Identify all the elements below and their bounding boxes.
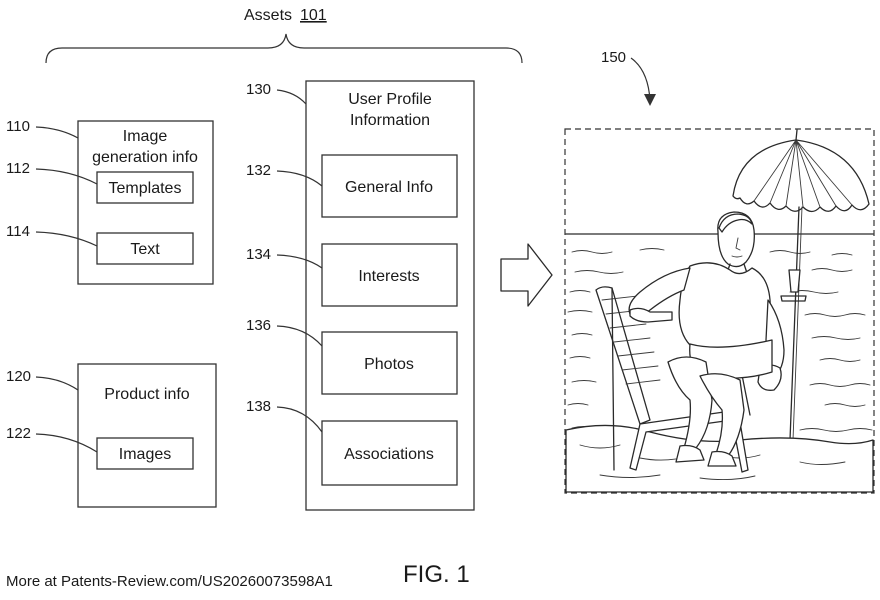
- umbrella-ribs: [753, 139, 853, 208]
- leader-122: [35, 433, 98, 453]
- text-label: Text: [130, 241, 160, 258]
- beach-chair: [595, 286, 751, 473]
- leader-110: [35, 126, 79, 139]
- generated-image-frame: [564, 128, 875, 494]
- product-box: [77, 363, 217, 508]
- ref-150: 150: [601, 49, 626, 66]
- ref-132: 132: [246, 162, 271, 179]
- ref-138: 138: [246, 398, 271, 415]
- ref-134: 134: [246, 246, 271, 263]
- templates-box: [96, 171, 194, 204]
- user-profile-title-1: User Profile: [348, 91, 432, 108]
- umbrella-tip: [795, 129, 798, 141]
- umbrella-pole: [789, 206, 800, 441]
- leader-134: [276, 254, 323, 269]
- leader-136: [276, 325, 323, 347]
- leader-120: [35, 376, 79, 391]
- associations-box: [321, 420, 458, 486]
- associations-label: Associations: [344, 446, 434, 463]
- image-generation-group: 110 Image generation info 112 Templates …: [6, 118, 214, 285]
- leader-138: [276, 406, 323, 433]
- seated-man: [628, 211, 785, 467]
- templates-label: Templates: [109, 180, 182, 197]
- product-title: Product info: [104, 386, 189, 403]
- umbrella-pole-inner: [792, 206, 803, 441]
- assets-ref: 101: [300, 7, 327, 24]
- user-profile-group: 130 User Profile Information 132 General…: [246, 80, 475, 511]
- ref-130: 130: [246, 81, 271, 98]
- interests-box: [321, 243, 458, 307]
- source-footer: More at Patents-Review.com/US20260073598…: [6, 573, 333, 590]
- leader-130: [276, 89, 307, 105]
- beach-illustration: [565, 129, 874, 493]
- photos-box: [321, 331, 458, 395]
- user-profile-title-2: Information: [350, 112, 430, 129]
- ref-120: 120: [6, 368, 31, 385]
- assets-label: Assets: [244, 7, 292, 24]
- ref-112: 112: [6, 160, 30, 177]
- leader-150-arrowhead: [644, 94, 656, 106]
- photos-label: Photos: [364, 356, 414, 373]
- block-arrow: [500, 243, 553, 307]
- image-generation-title-2: generation info: [92, 149, 198, 166]
- general-info-box: [321, 154, 458, 218]
- general-info-label: General Info: [345, 179, 433, 196]
- umbrella-clamp: [780, 295, 807, 302]
- ref-114: 114: [6, 223, 30, 240]
- assets-header: Assets 101: [45, 7, 523, 64]
- leader-112: [35, 168, 98, 185]
- leader-132: [276, 170, 323, 187]
- ref-136: 136: [246, 317, 271, 334]
- assets-brace: [45, 33, 523, 64]
- interests-label: Interests: [358, 268, 419, 285]
- leader-150: [630, 57, 651, 101]
- image-generation-title-1: Image: [123, 128, 168, 145]
- product-group: 120 Product info 122 Images: [6, 363, 217, 508]
- umbrella-collar: [788, 269, 801, 293]
- figure-label: FIG. 1: [403, 561, 470, 588]
- images-box: [96, 437, 194, 470]
- ref-110: 110: [6, 118, 30, 135]
- ref-122: 122: [6, 425, 31, 442]
- text-box: [96, 232, 194, 265]
- images-label: Images: [119, 446, 171, 463]
- generated-image-group: 150: [564, 49, 875, 494]
- leader-114: [35, 231, 98, 247]
